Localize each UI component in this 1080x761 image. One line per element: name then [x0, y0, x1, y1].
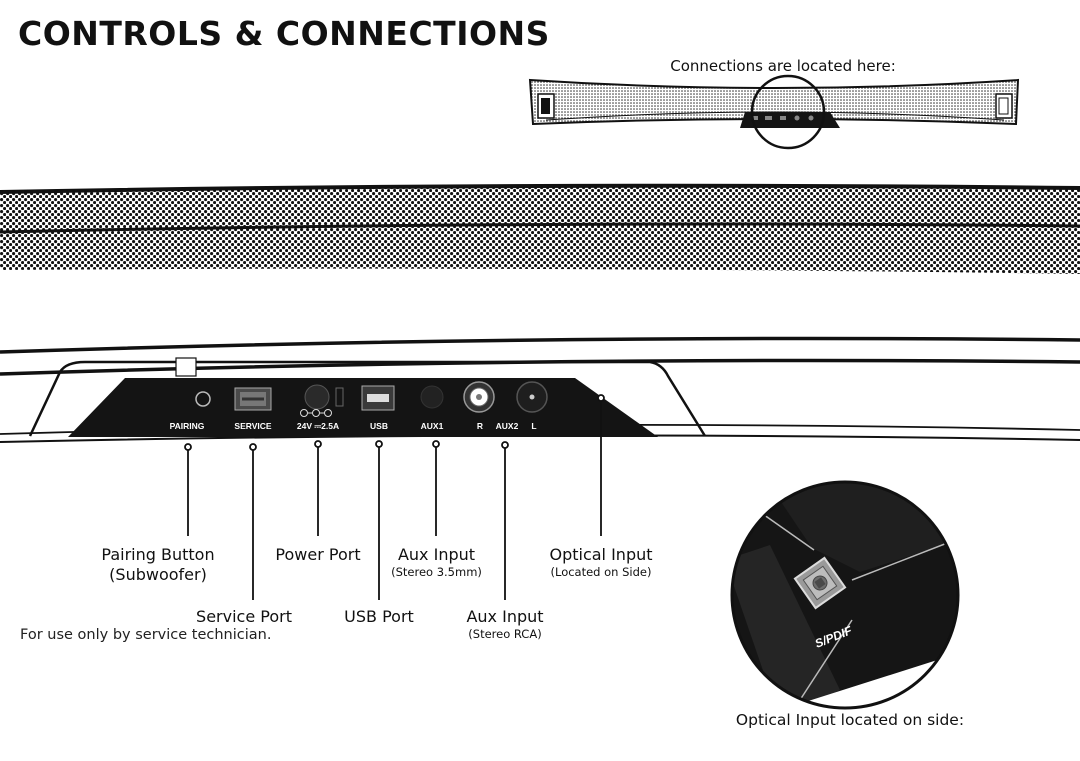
- optical-side-caption: Optical Input located on side:: [735, 711, 965, 729]
- power-port-callout: Power Port: [268, 545, 368, 565]
- location-highlight-circle: [750, 74, 826, 150]
- pairing-button-subtitle: (Subwoofer): [109, 565, 207, 584]
- aux1-jack: [420, 385, 444, 409]
- aux-input-rca-callout: Aux Input (Stereo RCA): [452, 607, 558, 641]
- page-title: CONTROLS & CONNECTIONS: [18, 14, 550, 53]
- rca-left-jack: [516, 381, 548, 413]
- usb-port: [361, 385, 395, 411]
- pairing-button-callout: Pairing Button (Subwoofer): [93, 545, 223, 585]
- speaker-grille: [0, 185, 1080, 274]
- aux-input-35-subtitle: (Stereo 3.5mm): [391, 565, 482, 579]
- aux-input-35-title: Aux Input: [397, 545, 476, 564]
- optical-port: [793, 556, 847, 610]
- service-port-callout: Service Port: [188, 607, 300, 627]
- service-port: [234, 387, 272, 411]
- service-port-note: For use only by service technician.: [20, 627, 272, 643]
- pairing-port-label: PAIRING: [170, 421, 205, 431]
- optical-input-subtitle: (Located on Side): [550, 565, 652, 579]
- power-port: [300, 384, 344, 417]
- power-port-label: 24V ⎓2.5A: [297, 421, 339, 431]
- service-port-label: SERVICE: [234, 421, 271, 431]
- usb-port-title: USB Port: [344, 607, 414, 626]
- connections-location-note: Connections are located here:: [670, 57, 896, 75]
- aux2-port-label: AUX2: [496, 421, 519, 431]
- aux-input-rca-subtitle: (Stereo RCA): [468, 627, 542, 641]
- service-port-title: Service Port: [196, 607, 292, 626]
- optical-input-title: Optical Input: [549, 545, 653, 564]
- optical-input-callout: Optical Input (Located on Side): [535, 545, 667, 579]
- pairing-button: [195, 391, 211, 407]
- aux1-port-label: AUX1: [421, 421, 444, 431]
- rca-right-jack: [463, 381, 495, 413]
- l-port-label: L: [531, 421, 536, 431]
- r-port-label: R: [477, 421, 483, 431]
- aux-input-35-callout: Aux Input (Stereo 3.5mm): [379, 545, 494, 579]
- pairing-button-title: Pairing Button: [101, 545, 215, 564]
- soundbar-overview: [528, 74, 1020, 150]
- usb-port-label: USB: [370, 421, 388, 431]
- aux-input-rca-title: Aux Input: [466, 607, 544, 626]
- power-port-title: Power Port: [275, 545, 361, 564]
- usb-port-callout: USB Port: [334, 607, 424, 627]
